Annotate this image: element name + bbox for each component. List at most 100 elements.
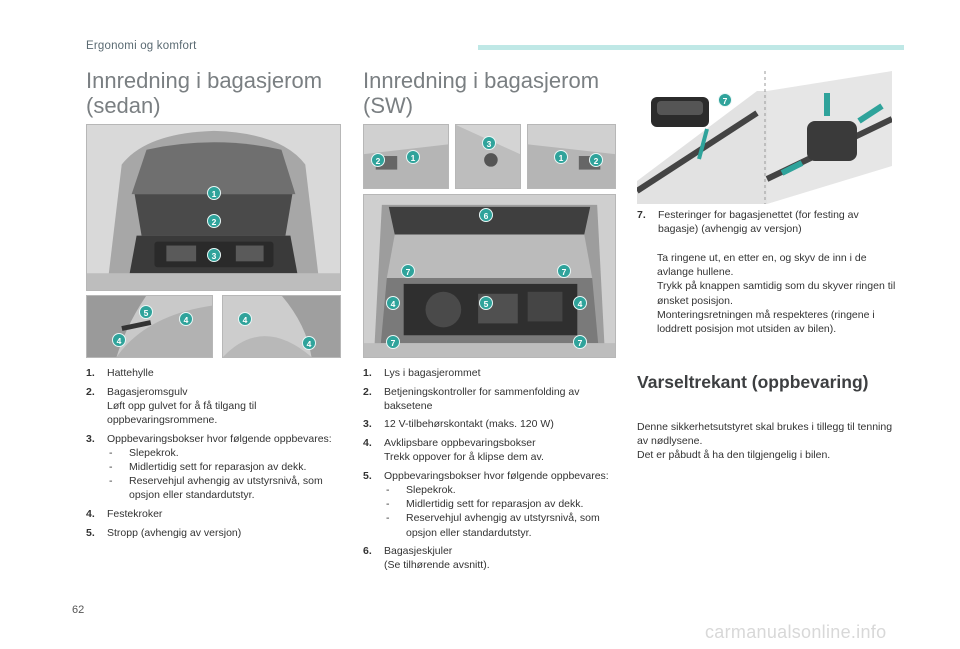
page-number: 62 bbox=[72, 604, 85, 616]
sw-item-3-text: 12 V-tilbehørskontakt (maks. 120 W) bbox=[384, 418, 554, 431]
net-instruction-item: Trykk på knappen samtidig som du skyver … bbox=[637, 279, 897, 307]
sedan-side-right-photo bbox=[222, 295, 341, 358]
sedan-legend-item: 1. Hattehylle bbox=[86, 366, 341, 380]
sw-item-4-sub: Trekk oppover for å klipse dem av. bbox=[384, 451, 544, 464]
sw-marker-6: 6 bbox=[479, 208, 493, 222]
sw-marker-7d: 7 bbox=[573, 335, 587, 349]
sw-item-5-dash-3: Reservehjul avhengig av utstyrsnivå, som… bbox=[384, 511, 618, 539]
sw-marker-7b: 7 bbox=[557, 264, 571, 278]
sedan-marker-4c: 4 bbox=[238, 312, 252, 326]
sedan-heading-line2: (sedan) bbox=[86, 93, 161, 118]
sw-trunk-photo bbox=[363, 194, 616, 358]
sw-legend-item: 3. 12 V-tilbehørskontakt (maks. 120 W) bbox=[363, 417, 618, 431]
sedan-item-3-dash-1: Slepekrok. bbox=[107, 446, 341, 460]
sedan-item-2-text: Bagasjeromsgulv bbox=[107, 385, 188, 398]
warning-text-line-1: Denne sikkerhetsutstyret skal brukes i t… bbox=[637, 421, 893, 448]
sw-center-panel-photo bbox=[455, 124, 521, 189]
sedan-item-5-num: 5. bbox=[86, 526, 95, 539]
sedan-marker-4a: 4 bbox=[179, 312, 193, 326]
sw-marker-2b: 2 bbox=[589, 153, 603, 167]
sw-item-6-sub: (Se tilhørende avsnitt). bbox=[384, 559, 490, 572]
sw-item-5-dash-1: Slepekrok. bbox=[384, 483, 618, 497]
sw-right-panel-photo bbox=[527, 124, 616, 189]
sw-item-5-text: Oppbevaringsbokser hvor følgende oppbeva… bbox=[384, 469, 609, 482]
sedan-item-4-num: 4. bbox=[86, 508, 95, 520]
net-instruction-item: Ta ringene ut, en etter en, og skyv de i… bbox=[637, 251, 897, 279]
watermark: carmanualsonline.info bbox=[705, 622, 887, 642]
sedan-item-3-num: 3. bbox=[86, 432, 95, 445]
sedan-item-3-dash-2: Midlertidig sett for reparasjon av dekk. bbox=[107, 460, 341, 474]
sw-item-5-num: 5. bbox=[363, 469, 372, 482]
sw-item-4-num: 4. bbox=[363, 436, 372, 449]
sedan-legend-item: 5. Stropp (avhengig av versjon) bbox=[86, 526, 341, 540]
net-item-7-num: 7. bbox=[637, 209, 646, 221]
sw-legend-item: 1. Lys i bagasjerommet bbox=[363, 366, 618, 380]
sw-trunk-illustration bbox=[364, 195, 615, 357]
net-instruction-2: Trykk på knappen samtidig som du skyver … bbox=[657, 280, 896, 307]
sw-marker-7c: 7 bbox=[386, 335, 400, 349]
sw-item-2-num: 2. bbox=[363, 385, 372, 398]
sedan-trunk-photo bbox=[86, 124, 341, 291]
sw-marker-4a: 4 bbox=[386, 296, 400, 310]
warning-text-line-2: Det er påbudt å ha den tilgjengelig i bi… bbox=[637, 449, 831, 462]
sedan-marker-3: 3 bbox=[207, 248, 221, 262]
sw-item-1-num: 1. bbox=[363, 367, 372, 379]
sedan-marker-5: 5 bbox=[139, 305, 153, 319]
sedan-item-5-text: Stropp (avhengig av versjon) bbox=[107, 526, 242, 539]
net-rings-illustration bbox=[637, 71, 892, 204]
sedan-marker-4d: 4 bbox=[302, 336, 316, 350]
sedan-item-3-text: Oppbevaringsbokser hvor følgende oppbeva… bbox=[107, 432, 332, 445]
sw-item-4-text: Avklipsbare oppbevaringsbokser bbox=[384, 436, 536, 449]
sw-item-5-dash-2: Midlertidig sett for reparasjon av dekk. bbox=[384, 497, 618, 511]
sw-center-panel-illustration bbox=[456, 125, 520, 188]
sedan-trunk-illustration bbox=[87, 125, 340, 290]
net-marker-7: 7 bbox=[718, 93, 732, 107]
sw-legend-item: 5. Oppbevaringsbokser hvor følgende oppb… bbox=[363, 469, 618, 540]
net-instruction-item: Monteringsretningen må respekteres (ring… bbox=[637, 308, 897, 336]
net-legend-item: 7. Festeringer for bagasjenettet (for fe… bbox=[637, 208, 899, 236]
sw-legend-item: 2. Betjeningskontroller for sammenfoldin… bbox=[363, 385, 618, 413]
sw-heading-line1: Innredning i bagasjerom bbox=[363, 68, 600, 93]
net-rings-illustration-box bbox=[637, 71, 892, 204]
sedan-heading-line1: Innredning i bagasjerom bbox=[86, 68, 323, 93]
sw-item-6-text: Bagasjeskjuler bbox=[384, 545, 453, 558]
net-item-7: 7. Festeringer for bagasjenettet (for fe… bbox=[637, 208, 899, 241]
sw-item-2-text: Betjeningskontroller for sammenfolding a… bbox=[384, 385, 580, 412]
sedan-legend-item: 2. Bagasjeromsgulv Løft opp gulvet for å… bbox=[86, 385, 341, 428]
sw-item-6-num: 6. bbox=[363, 545, 372, 558]
sedan-item-2-num: 2. bbox=[86, 385, 95, 398]
sw-heading-line2: (SW) bbox=[363, 93, 414, 118]
sw-item-1-text: Lys i bagasjerommet bbox=[384, 367, 481, 379]
net-instruction-3: Monteringsretningen må respekteres (ring… bbox=[657, 308, 875, 336]
sedan-item-1-num: 1. bbox=[86, 367, 95, 379]
sedan-legend: 1. Hattehylle 2. Bagasjeromsgulv Løft op… bbox=[86, 366, 341, 544]
sw-marker-1a: 1 bbox=[406, 150, 420, 164]
sw-marker-7a: 7 bbox=[401, 264, 415, 278]
sedan-marker-2: 2 bbox=[207, 214, 221, 228]
sedan-item-1-text: Hattehylle bbox=[107, 367, 154, 379]
sedan-legend-item: 4. Festekroker bbox=[86, 507, 341, 521]
header-accent-bar bbox=[478, 45, 904, 50]
net-instruction-1: Ta ringene ut, en etter en, og skyv de i… bbox=[657, 252, 867, 279]
sedan-heading: Innredning i bagasjerom (sedan) bbox=[86, 68, 322, 118]
section-label: Ergonomi og komfort bbox=[86, 40, 197, 52]
sw-marker-2a: 2 bbox=[371, 153, 385, 167]
sedan-legend-item: 3. Oppbevaringsbokser hvor følgende oppb… bbox=[86, 432, 341, 503]
sedan-marker-4b: 4 bbox=[112, 333, 126, 347]
sw-marker-3: 3 bbox=[482, 136, 496, 150]
net-instructions: Ta ringene ut, en etter en, og skyv de i… bbox=[637, 251, 897, 336]
sedan-item-2-sub: Løft opp gulvet for å få tilgang til opp… bbox=[107, 399, 257, 426]
sedan-marker-1: 1 bbox=[207, 186, 221, 200]
sw-marker-5: 5 bbox=[479, 296, 493, 310]
sedan-side-left-illustration bbox=[87, 296, 212, 357]
sedan-side-right-illustration bbox=[223, 296, 340, 357]
sw-legend-item: 4. Avklipsbare oppbevaringsbokser Trekk … bbox=[363, 436, 618, 464]
sedan-item-3-dash-3: Reservehjul avhengig av utstyrsnivå, som… bbox=[107, 474, 341, 502]
warning-triangle-heading: Varseltrekant (oppbevaring) bbox=[637, 372, 869, 392]
sedan-item-4-text: Festekroker bbox=[107, 508, 163, 520]
net-item-7-text: Festeringer for bagasjenettet (for festi… bbox=[658, 209, 859, 236]
sw-marker-4b: 4 bbox=[573, 296, 587, 310]
sw-legend-item: 6. Bagasjeskjuler (Se tilhørende avsnitt… bbox=[363, 544, 618, 572]
warning-triangle-text: Denne sikkerhetsutstyret skal brukes i t… bbox=[637, 420, 902, 463]
sw-item-3-num: 3. bbox=[363, 418, 372, 431]
